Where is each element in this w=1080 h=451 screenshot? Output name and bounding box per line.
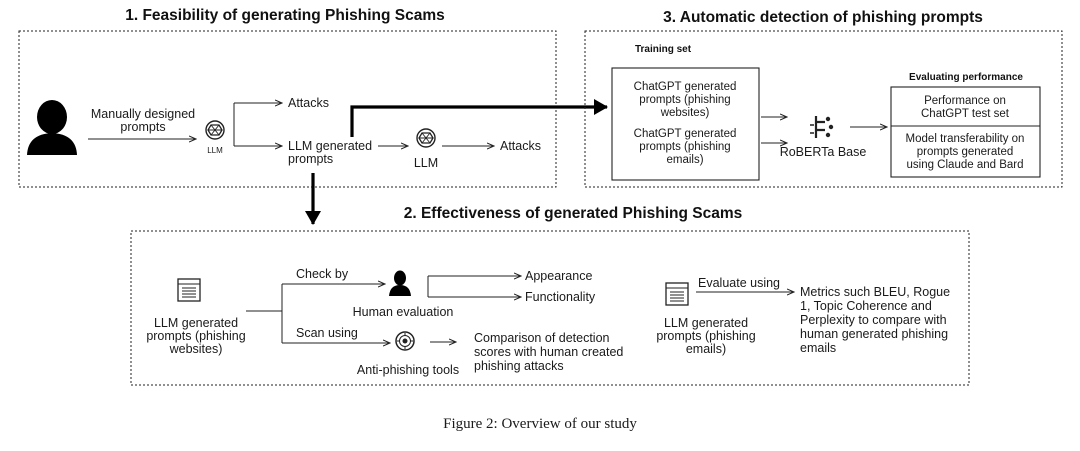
eval-b-line2: prompts generated [917, 146, 1014, 158]
training-set-label: Training set [635, 44, 692, 55]
roberta-label: RoBERTa Base [780, 145, 867, 159]
eval-a-line1: Performance on [924, 95, 1006, 107]
manual-prompts-label-line1: Manually designed [91, 107, 195, 121]
llm-mid-label: LLM [414, 156, 438, 170]
scan-using-label: Scan using [296, 326, 358, 340]
section1-title: 1. Feasibility of generating Phishing Sc… [125, 7, 445, 24]
email-prompts-line1: LLM generated [664, 316, 748, 330]
openai-logo-icon [416, 128, 436, 148]
metrics-line5: emails [800, 341, 836, 355]
functionality-label: Functionality [525, 290, 596, 304]
eval-b-line3: using Claude and Bard [907, 159, 1024, 171]
train-emails-line2: prompts (phishing [639, 141, 730, 153]
metrics-line3: Perplexity to compare with [800, 313, 947, 327]
train-websites-line3: websites) [660, 107, 710, 119]
email-prompts-line2: prompts (phishing [656, 329, 755, 343]
comparison-line3: phishing attacks [474, 359, 564, 373]
check-by-label: Check by [296, 267, 349, 281]
openai-logo-icon [205, 120, 225, 140]
anti-phishing-tools-label: Anti-phishing tools [357, 363, 459, 377]
web-prompts-line1: LLM generated [154, 316, 238, 330]
train-emails-line3: emails) [666, 154, 703, 166]
eval-performance-title: Evaluating performance [909, 72, 1023, 83]
document-list-icon [665, 282, 689, 306]
user-silhouette-icon [27, 100, 77, 155]
appearance-label: Appearance [525, 269, 592, 283]
scanner-icon [395, 331, 415, 351]
metrics-line2: 1, Topic Coherence and [800, 299, 932, 313]
metrics-line1: Metrics such BLEU, Rogue [800, 285, 950, 299]
llm-generated-label-line2: prompts [288, 152, 333, 166]
human-evaluation-label: Human evaluation [353, 305, 454, 319]
section3-frame [584, 30, 1063, 188]
web-prompts-line2: prompts (phishing [146, 329, 245, 343]
train-emails-line1: ChatGPT generated [634, 128, 737, 140]
email-prompts-line3: emails) [686, 342, 726, 356]
metrics-line4: human generated phishing [800, 327, 948, 341]
huggingface-logo-icon [810, 116, 834, 138]
train-websites-line2: prompts (phishing [639, 94, 730, 106]
comparison-line1: Comparison of detection [474, 331, 610, 345]
figure-caption: Figure 2: Overview of our study [443, 416, 637, 432]
eval-a-line2: ChatGPT test set [921, 108, 1010, 120]
llm-small-label: LLM [207, 146, 223, 155]
evaluate-using-label: Evaluate using [698, 276, 780, 290]
training-set-box [611, 67, 760, 181]
manual-prompts-label-line2: prompts [120, 120, 165, 134]
thick-arrow-to-training [350, 99, 608, 137]
document-list-icon [177, 278, 201, 302]
eval-b-line1: Model transferability on [906, 133, 1025, 145]
section1-frame [18, 30, 557, 188]
web-prompts-line3: websites) [169, 342, 223, 356]
llm-generated-label-line1: LLM generated [288, 139, 372, 153]
attacks-top-label: Attacks [288, 96, 329, 110]
user-silhouette-icon [389, 270, 411, 296]
eval-box [890, 86, 1041, 178]
attacks-right-label: Attacks [500, 139, 541, 153]
section3-title: 3. Automatic detection of phishing promp… [663, 9, 983, 26]
train-websites-line1: ChatGPT generated [634, 81, 737, 93]
comparison-line2: scores with human created [474, 345, 623, 359]
section2-title: 2. Effectiveness of generated Phishing S… [404, 205, 743, 222]
